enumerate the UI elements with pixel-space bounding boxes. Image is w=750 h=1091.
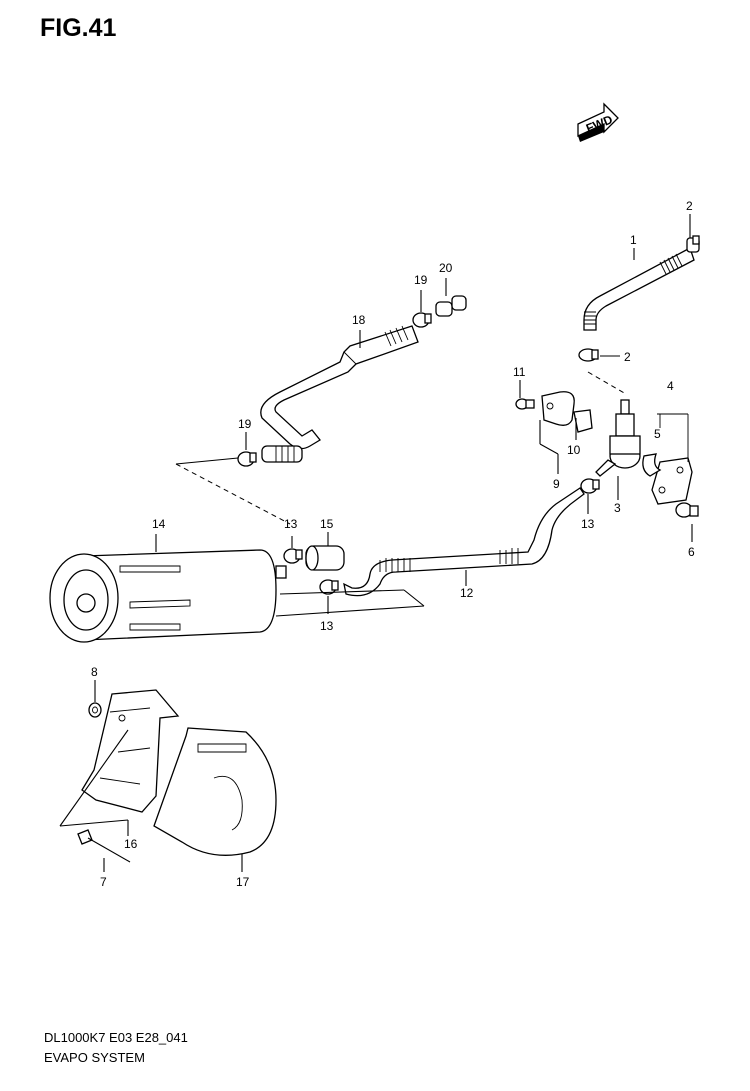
callout-3: 3 xyxy=(614,501,621,515)
canister-part-14 xyxy=(49,549,287,643)
screw-part-11 xyxy=(515,398,535,410)
clamp-part-13-right xyxy=(580,478,600,494)
joint-part-20 xyxy=(435,295,467,317)
cushion-part-10 xyxy=(573,409,593,433)
clamp-part-19-upper xyxy=(412,312,432,328)
callout-10: 10 xyxy=(567,443,581,457)
system-name: EVAPO SYSTEM xyxy=(44,1050,145,1065)
callout-19-lower: 19 xyxy=(238,417,252,431)
callout-7: 7 xyxy=(100,875,107,889)
clamp-part-19-lower xyxy=(237,451,257,467)
callout-18: 18 xyxy=(352,313,366,327)
clamp-part-2-lower xyxy=(578,348,599,362)
callout-14: 14 xyxy=(152,517,166,531)
clamp-part-9 xyxy=(541,391,575,426)
callout-13-right: 13 xyxy=(581,517,595,531)
callout-15: 15 xyxy=(320,517,334,531)
hose-part-12 xyxy=(343,487,585,597)
hose-part-1 xyxy=(583,247,695,331)
callout-8: 8 xyxy=(91,665,98,679)
callout-17: 17 xyxy=(236,875,250,889)
leader-lines xyxy=(59,214,693,872)
callout-13-lower: 13 xyxy=(320,619,334,633)
figure-title: FIG.41 xyxy=(40,14,117,42)
clamp-part-13-upper xyxy=(283,548,303,564)
bracket-part-16 xyxy=(81,689,180,813)
callout-11: 11 xyxy=(513,365,526,379)
callout-labels: 1 2 2 3 4 5 6 7 8 9 10 11 12 13 13 13 14… xyxy=(91,199,695,889)
callout-2-upper: 2 xyxy=(686,199,693,213)
callout-19-upper: 19 xyxy=(414,273,428,287)
damper-part-5 xyxy=(642,453,662,477)
callout-4: 4 xyxy=(667,379,674,393)
fwd-arrow-icon: FWD xyxy=(577,102,619,142)
callout-2-lower: 2 xyxy=(624,350,631,364)
valve-part-3 xyxy=(595,399,641,477)
clamp-part-2-upper xyxy=(686,235,700,253)
callout-20: 20 xyxy=(439,261,453,275)
bracket-part-4 xyxy=(651,457,693,505)
guide-lines xyxy=(175,457,425,617)
callout-5: 5 xyxy=(654,427,661,441)
clamp-part-13-lower xyxy=(319,579,339,595)
rivet-part-7 xyxy=(77,829,131,863)
hose-part-18 xyxy=(260,325,419,450)
callout-1: 1 xyxy=(630,233,637,247)
callout-13-upper: 13 xyxy=(284,517,298,531)
callout-6: 6 xyxy=(688,545,695,559)
hose-part-15 xyxy=(305,545,345,571)
callout-16: 16 xyxy=(124,837,138,851)
connector-part-18-end xyxy=(261,445,303,463)
callout-9: 9 xyxy=(553,477,560,491)
callout-12: 12 xyxy=(460,586,474,600)
cover-part-17 xyxy=(153,727,277,856)
washer-part-8 xyxy=(88,702,102,718)
model-code: DL1000K7 E03 E28_041 xyxy=(44,1030,188,1045)
bolt-part-6 xyxy=(675,502,699,518)
